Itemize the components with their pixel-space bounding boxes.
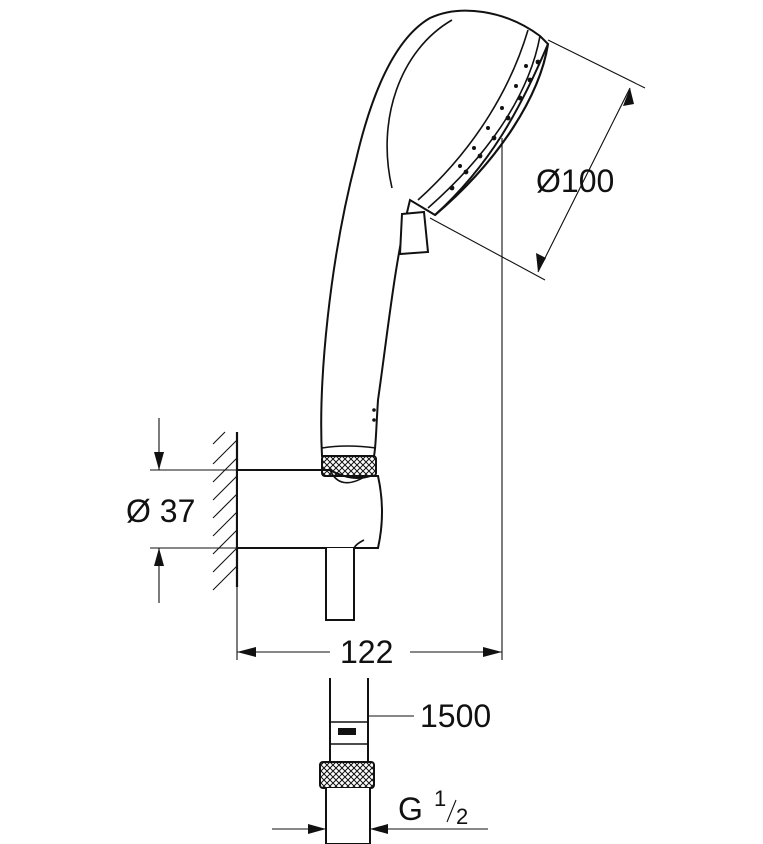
hose-length-label: 1500 — [420, 698, 491, 734]
hose-upper — [325, 539, 365, 621]
thread-label-main: G — [398, 791, 423, 827]
thread-label-denominator: 2 — [456, 804, 468, 829]
dimension-holder-diameter: Ø 37 — [126, 418, 237, 603]
dimension-projection: 122 — [236, 587, 502, 670]
dimension-thread: G 1 2 — [272, 786, 488, 834]
holder-nut — [321, 455, 377, 477]
wall-holder — [236, 469, 383, 549]
hose-lower — [319, 678, 375, 844]
projection-label: 122 — [340, 634, 393, 670]
holder-diameter-label: Ø 37 — [126, 493, 195, 529]
wall — [212, 431, 239, 591]
dimension-head-diameter: Ø100 — [429, 39, 646, 281]
dimension-hose-length: 1500 — [368, 698, 491, 734]
head-diameter-label: Ø100 — [536, 163, 614, 199]
thread-label-numerator: 1 — [434, 786, 446, 811]
hand-shower — [320, 9, 550, 457]
